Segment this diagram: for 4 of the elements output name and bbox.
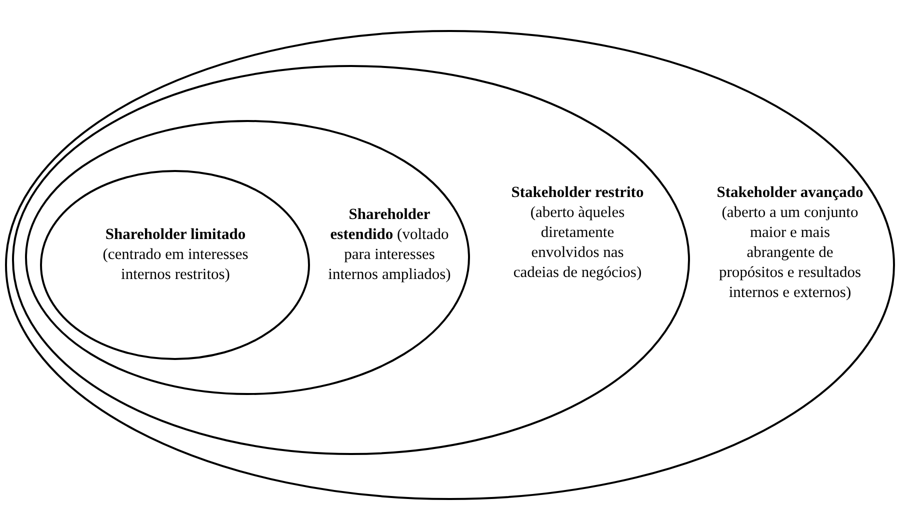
ellipse-text: Stakeholder avançado (aberto a um conjunto maior e mais abrangente de propósitos e resultados internos e externos): [716, 183, 864, 303]
ellipse-text: Shareholder limitado (centrado em interesses internos restritos): [102, 225, 250, 285]
ellipse-text: Stakeholder restrito (aberto àqueles diretamente envolvidos nas cadeias de negócios): [510, 183, 645, 283]
ellipse-text: Shareholder estendido (voltado para interesses internos ampliados): [327, 205, 452, 285]
